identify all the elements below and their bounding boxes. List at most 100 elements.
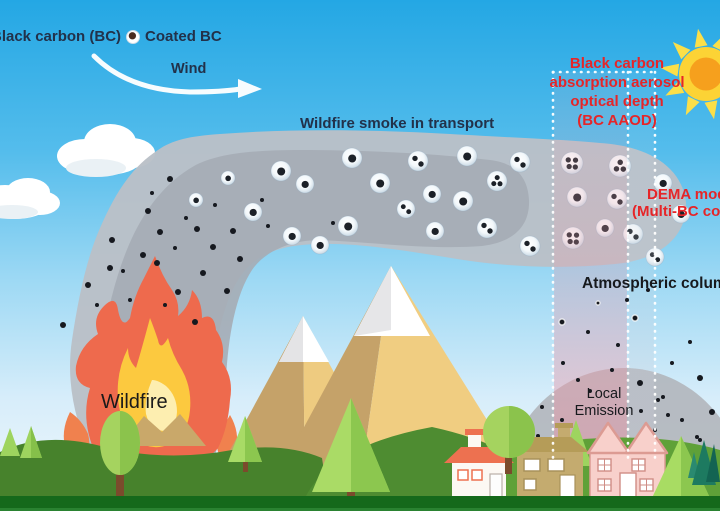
bc-particle <box>95 303 99 307</box>
coated-bc-particle <box>519 235 541 257</box>
bc-particle <box>610 368 614 372</box>
coated-bc-particle <box>407 150 429 172</box>
bc-particle <box>576 378 580 382</box>
bc-particle <box>200 270 206 276</box>
bare-ground-patch <box>120 414 206 446</box>
bc-particle <box>331 221 335 225</box>
sun-ray <box>660 63 680 77</box>
cloud <box>57 124 155 177</box>
coated-bc-particle <box>509 151 531 173</box>
bc-particle <box>625 298 629 302</box>
bc-particle <box>616 343 620 347</box>
coated-bc-particle <box>270 160 292 182</box>
aaod-column-fill <box>554 72 627 464</box>
bc-particle <box>145 208 151 214</box>
bc-particle <box>688 340 692 344</box>
sun-core <box>689 57 720 91</box>
bc-particle <box>210 244 216 250</box>
wind-label: Wind <box>171 61 207 77</box>
bc-particle <box>639 409 643 413</box>
bc-particle <box>709 409 715 415</box>
bc-particle <box>150 191 154 195</box>
coated-bc-particle <box>282 226 302 246</box>
bc-particle <box>586 330 590 334</box>
sun-ray <box>704 100 718 120</box>
bc-particle <box>194 226 200 232</box>
legend-coated-label: Coated BC <box>145 28 222 45</box>
bc-particle <box>230 228 236 234</box>
bc-particles-plume <box>60 176 335 328</box>
bc-particle <box>680 418 684 422</box>
dema-model-label-line2: (Multi-BC co <box>632 203 720 220</box>
coated-bc-particle <box>341 147 363 169</box>
house-orange-roof <box>444 429 514 498</box>
coated-bc-particle <box>337 215 359 237</box>
bc-particle <box>558 318 566 326</box>
bc-particle <box>595 300 601 306</box>
bc-particle <box>698 438 702 442</box>
coated-bc-icon <box>126 29 141 44</box>
bc-particle <box>670 361 674 365</box>
bc-particle <box>631 314 639 322</box>
bc-particle <box>266 224 270 228</box>
bc-particle <box>540 405 544 409</box>
coated-bc-particle <box>396 199 416 219</box>
sun <box>660 28 720 120</box>
bc-particle <box>128 298 132 302</box>
cloud <box>0 178 60 219</box>
bc-particle <box>60 322 66 328</box>
bc-particle <box>140 252 146 258</box>
coated-bc-particle <box>671 204 691 224</box>
sun-ray <box>685 96 700 116</box>
coated-bc-particle <box>486 170 508 192</box>
bc-particle <box>237 256 243 262</box>
bc-particle <box>173 246 177 250</box>
bc-particle <box>192 319 198 325</box>
sun-ray <box>672 42 691 60</box>
bc-particle <box>213 203 217 207</box>
wildfire-flames <box>63 256 238 459</box>
bc-particle <box>154 260 160 266</box>
bc-particle <box>107 265 113 271</box>
bc-particle <box>184 216 188 220</box>
bc-particle <box>561 361 565 365</box>
coated-bc-particle <box>653 173 673 193</box>
bc-particle <box>560 418 564 422</box>
bc-particle <box>85 282 91 288</box>
smoke-transport-label: Wildfire smoke in transport <box>300 115 495 132</box>
coated-bc-particle <box>243 202 263 222</box>
bc-particle <box>666 413 670 417</box>
coated-bc-particle <box>452 190 474 212</box>
dema-model-label-line1: DEMA mod <box>647 186 720 203</box>
bc-aaod-label: Black carbon absorption aerosol optical … <box>549 55 685 129</box>
legend-bc-label: Black carbon (BC) <box>0 28 122 45</box>
bc-particle <box>656 398 660 402</box>
local-emission-label: Local Emission <box>574 386 634 419</box>
coated-bc-particle <box>310 235 330 255</box>
ground-strip-edge <box>0 508 720 511</box>
wildfire-label: Wildfire <box>101 391 168 413</box>
bc-particles-dome <box>518 288 715 442</box>
coated-bc-particle <box>188 192 204 208</box>
bc-particle <box>588 389 592 393</box>
sun-ray <box>694 28 708 48</box>
house-tan <box>511 423 589 498</box>
bc-particle <box>637 380 643 386</box>
tree-conifer <box>0 426 42 458</box>
bc-particle <box>224 288 230 294</box>
tree-round <box>483 406 535 474</box>
tree-oval <box>100 411 140 502</box>
tree-pine-dark <box>688 440 720 485</box>
sun-ray <box>712 38 720 50</box>
bc-particle <box>661 395 665 399</box>
bc-particle <box>167 176 173 182</box>
bc-particle <box>175 289 181 295</box>
coated-bc-particle <box>220 170 236 186</box>
coated-bc-particle <box>425 221 445 241</box>
ground-strip <box>0 496 720 511</box>
bc-particle <box>121 269 125 273</box>
bc-particle <box>646 288 650 292</box>
bc-particle <box>697 375 703 381</box>
